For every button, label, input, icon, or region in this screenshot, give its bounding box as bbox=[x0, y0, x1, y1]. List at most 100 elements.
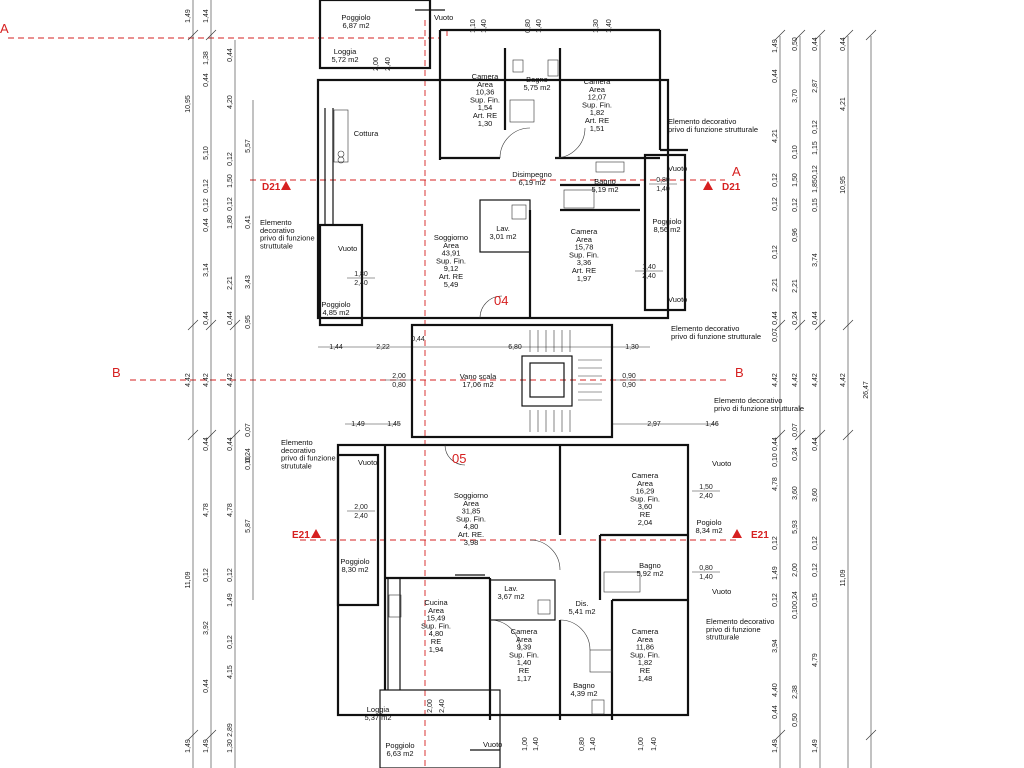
chain-dimension: 0,44 bbox=[772, 69, 779, 83]
room-label-line: Poggiolo bbox=[321, 300, 350, 309]
room-label-line: 5,72 m2 bbox=[331, 55, 358, 64]
room-label-line: Area bbox=[637, 479, 654, 488]
chain-dimension: 5,10 bbox=[203, 146, 210, 160]
horizontal-dimension: 1,46 bbox=[705, 421, 719, 428]
structural-note-line: strutturale bbox=[706, 633, 739, 642]
chain-dimension: 0,44 bbox=[227, 311, 234, 325]
chain-dimension: 2,87 bbox=[812, 79, 819, 93]
room-label-line: RE bbox=[640, 510, 650, 519]
room-label-line: Area bbox=[463, 499, 480, 508]
void-label: Vuoto bbox=[338, 244, 357, 253]
chain-dimension: 4,42 bbox=[203, 373, 210, 387]
room-label-line: 1,48 bbox=[638, 674, 653, 683]
room-label-line: 5,49 bbox=[444, 280, 459, 289]
room-label-line: 6,63 m2 bbox=[386, 749, 413, 758]
chain-dimension: 3,74 bbox=[812, 253, 819, 267]
room-label-line: 5,41 m2 bbox=[568, 607, 595, 616]
window-dimension-line: 2,40 bbox=[642, 273, 656, 280]
room-label-line: Bagno bbox=[526, 75, 548, 84]
chain-dimension: 0,12 bbox=[812, 165, 819, 179]
elevation-label: E21 bbox=[292, 530, 310, 541]
room-label-line: Sup. Fin. bbox=[436, 256, 466, 265]
room-label-line: 3,60 bbox=[638, 502, 653, 511]
dimension-lines bbox=[187, 0, 877, 768]
room-label-line: 9,12 bbox=[444, 264, 459, 273]
room-label-line: Art. RE bbox=[572, 266, 596, 275]
chain-dimension: 0,44 bbox=[772, 705, 779, 719]
chain-dimension: 4,78 bbox=[227, 503, 234, 517]
horizontal-dimension: 1,30 bbox=[625, 344, 639, 351]
chain-dimension: 2,21 bbox=[772, 278, 779, 292]
room-label-line: 31,85 bbox=[462, 507, 481, 516]
room-label-line: 4,80 bbox=[464, 522, 479, 531]
room-label-line: Bagno bbox=[594, 177, 616, 186]
room-label-line: 6,19 m2 bbox=[518, 178, 545, 187]
chain-dimension: 3,92 bbox=[203, 621, 210, 635]
chain-dimension: 0,12 bbox=[203, 179, 210, 193]
room-label-line: 1,51 bbox=[590, 124, 605, 133]
room-label-line: Art. RE bbox=[585, 116, 609, 125]
room-label-line: 12,07 bbox=[588, 93, 607, 102]
room-label-line: 43,91 bbox=[442, 249, 461, 258]
chain-dimension: 26,47 bbox=[863, 381, 870, 399]
room-label-line: Loggia bbox=[367, 705, 390, 714]
window-dimension-line: 0,90 bbox=[622, 382, 636, 389]
chain-dimension: 0,44 bbox=[203, 679, 210, 693]
room-label-line: 8,56 m2 bbox=[653, 225, 680, 234]
stair-core bbox=[410, 323, 614, 439]
room-label-line: Poggiolo bbox=[341, 13, 370, 22]
room-label-line: Sup. Fin. bbox=[470, 95, 500, 104]
chain-dimension: 1,38 bbox=[203, 51, 210, 65]
structural-note-line: Elemento bbox=[260, 218, 292, 227]
room-label-line: Soggiorno bbox=[454, 491, 488, 500]
chain-dimension: 0,12 bbox=[227, 152, 234, 166]
window-dimension-line: 0,80 bbox=[392, 382, 406, 389]
chain-dimension: 2,89 bbox=[227, 723, 234, 737]
chain-dimension: 0,24 bbox=[792, 591, 799, 605]
room-label-line: Area bbox=[477, 80, 494, 89]
chain-dimension: 0,10 bbox=[792, 145, 799, 159]
structural-note-line: privo di funzione strutturale bbox=[714, 404, 804, 413]
chain-dimension: 1,49 bbox=[185, 739, 192, 753]
room-label-line: Poggiolo bbox=[385, 741, 414, 750]
chain-dimension: 4,42 bbox=[227, 373, 234, 387]
horizontal-dimension: 1,44 bbox=[329, 344, 343, 351]
structural-note-line: privo di funzione strutturale bbox=[671, 332, 761, 341]
structural-note-line: Elemento decorativo bbox=[706, 617, 774, 626]
window-dimension-line: 2,00 bbox=[354, 504, 368, 511]
room-label-line: 2,04 bbox=[638, 518, 653, 527]
chain-dimension: 0,44 bbox=[812, 37, 819, 51]
chain-dimension: 0,50 bbox=[792, 37, 799, 51]
chain-dimension: 0,12 bbox=[812, 120, 819, 134]
room-label-line: Lav. bbox=[504, 584, 518, 593]
room-label-line: Art. RE bbox=[439, 272, 463, 281]
room-label-line: 4,80 bbox=[429, 629, 444, 638]
window-dimension-line: 0,90 bbox=[622, 373, 636, 380]
room-label-line: Sup. Fin. bbox=[421, 621, 451, 630]
room-label-line: Sup. Fin. bbox=[456, 514, 486, 523]
chain-dimension: 1,44 bbox=[203, 9, 210, 23]
chain-dimension: 0,12 bbox=[792, 198, 799, 212]
room-label: Dis.5,41 m2 bbox=[568, 599, 595, 616]
unit-number: 05 bbox=[452, 451, 466, 466]
room-label-line: Bagno bbox=[639, 561, 661, 570]
room-label-line: 1,40 bbox=[517, 658, 532, 667]
room-label-line: 1,82 bbox=[590, 108, 605, 117]
room-label-line: Camera bbox=[511, 627, 539, 636]
chain-dimension: 0,24 bbox=[245, 448, 252, 462]
chain-dimension: 4,40 bbox=[772, 683, 779, 697]
chain-dimension: 0,12 bbox=[227, 635, 234, 649]
vertical-dimension: 2,40 bbox=[439, 699, 446, 713]
chain-dimension: 0,24 bbox=[792, 311, 799, 325]
room-label-line: Camera bbox=[584, 77, 612, 86]
room-label-line: Camera bbox=[632, 627, 660, 636]
chain-dimension: 0,07 bbox=[792, 423, 799, 437]
elevation-arrow bbox=[703, 181, 713, 190]
window-dimension-line: 2,00 bbox=[392, 373, 406, 380]
